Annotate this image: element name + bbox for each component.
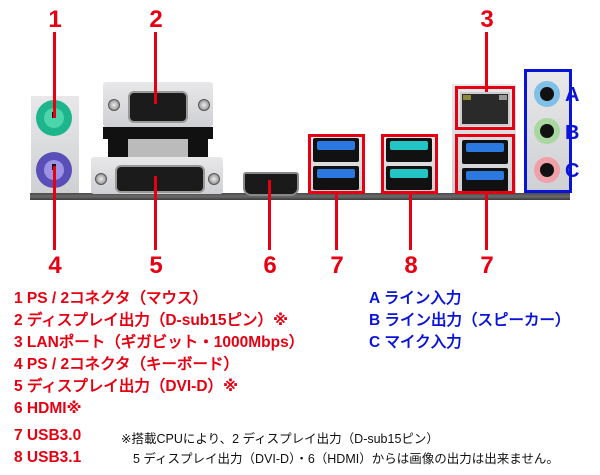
mic-in-jack — [534, 157, 560, 183]
usb31-port — [386, 166, 432, 190]
vga-screw-left — [108, 99, 120, 111]
leader-line-5 — [154, 176, 157, 250]
callout-number-7-right: 7 — [480, 252, 494, 279]
usb30-port — [462, 140, 508, 164]
legend-item-5: 5 ディスプレイ出力（DVI-D）※ — [14, 378, 239, 395]
usb31-highlight — [381, 134, 438, 194]
legend-item-7: 7 USB3.0 — [14, 427, 82, 444]
leader-line-7-left — [335, 194, 338, 250]
lan-highlight — [455, 86, 515, 130]
hdmi-port — [243, 172, 299, 196]
legend-item-1: 1 PS / 2コネクタ（マウス） — [14, 290, 209, 307]
leader-line-2 — [154, 32, 157, 104]
dvi-screw-left — [95, 173, 107, 185]
legend-audio-b: B ライン出力（スピーカー） — [369, 312, 571, 329]
usb30-right-highlight — [455, 134, 515, 194]
legend-item-2: 2 ディスプレイ出力（D-sub15ピン）※ — [14, 312, 289, 329]
audio-label-b: B — [565, 122, 580, 144]
vga-pins — [108, 139, 208, 157]
leader-line-7-right — [485, 194, 488, 250]
usb31-port — [386, 138, 432, 162]
line-in-jack — [534, 81, 560, 107]
lan-led-left — [463, 95, 471, 100]
usb30-port — [313, 138, 359, 162]
callout-number-8: 8 — [404, 252, 418, 279]
vga-bracket — [103, 127, 213, 139]
callout-number-2: 2 — [149, 6, 163, 33]
leader-line-6 — [268, 180, 271, 250]
callout-number-7-left: 7 — [330, 252, 344, 279]
callout-number-4: 4 — [48, 252, 62, 279]
usb30-port — [313, 166, 359, 190]
vga-port — [128, 91, 188, 123]
leader-line-8 — [409, 194, 412, 250]
leader-line-3 — [485, 32, 488, 92]
line-out-jack — [534, 118, 560, 144]
legend-audio-a: A ライン入力 — [369, 290, 462, 307]
legend-item-3: 3 LANポート（ギガビット・1000Mbps） — [14, 334, 305, 351]
leader-line-1 — [53, 32, 56, 118]
callout-number-1: 1 — [48, 6, 62, 33]
audio-label-c: C — [565, 160, 580, 182]
callout-number-3: 3 — [480, 6, 494, 33]
legend-audio-c: C マイク入力 — [369, 334, 462, 351]
lan-led-right — [499, 95, 507, 100]
usb30-port — [462, 168, 508, 192]
legend-item-4: 4 PS / 2コネクタ（キーボード） — [14, 356, 240, 373]
footnote-line-2: 5 ディスプレイ出力（DVI-D）・6（HDMI）からは画像の出力は出来ません。 — [133, 452, 559, 466]
vga-screw-right — [198, 99, 210, 111]
dvi-screw-right — [208, 173, 220, 185]
callout-number-6: 6 — [263, 252, 277, 279]
usb30-left-highlight — [308, 134, 365, 194]
legend-item-8: 8 USB3.1 — [14, 449, 82, 466]
dvi-port — [115, 165, 205, 193]
io-board-edge — [30, 193, 570, 200]
audio-highlight-box — [524, 69, 572, 193]
audio-label-a: A — [565, 84, 580, 106]
leader-line-4 — [53, 166, 56, 250]
callout-number-5: 5 — [149, 252, 163, 279]
footnote-line-1: ※搭載CPUにより、2 ディスプレイ出力（D-sub15ピン） — [121, 432, 439, 446]
legend-item-6: 6 HDMI※ — [14, 400, 82, 417]
